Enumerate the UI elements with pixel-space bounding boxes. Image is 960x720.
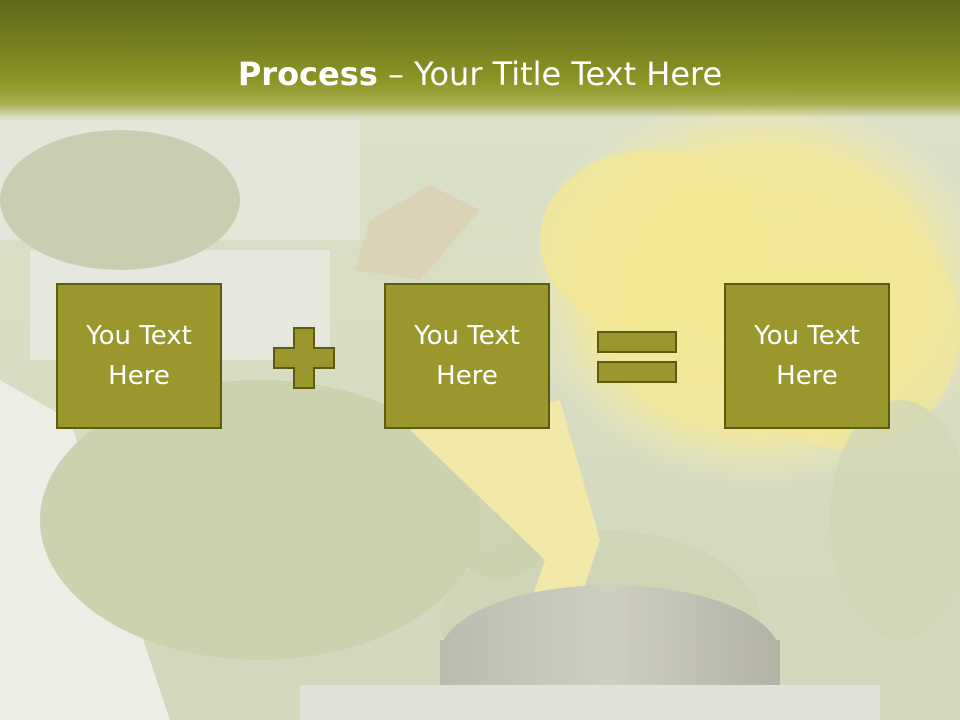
title-bar — [0, 0, 960, 118]
slide-title: Process – Your Title Text Here — [0, 54, 960, 94]
title-rest-part: – Your Title Text Here — [377, 55, 723, 93]
process-box-2: You Text Here — [384, 283, 550, 429]
equals-icon — [597, 331, 677, 383]
process-box-3-text: You Text Here — [754, 321, 860, 391]
title-bold-part: Process — [237, 55, 378, 93]
process-box-3: You Text Here — [724, 283, 890, 429]
process-box-2-text: You Text Here — [414, 321, 520, 391]
process-box-1-text: You Text Here — [86, 321, 192, 391]
process-box-1: You Text Here — [56, 283, 222, 429]
plus-icon — [273, 327, 335, 389]
